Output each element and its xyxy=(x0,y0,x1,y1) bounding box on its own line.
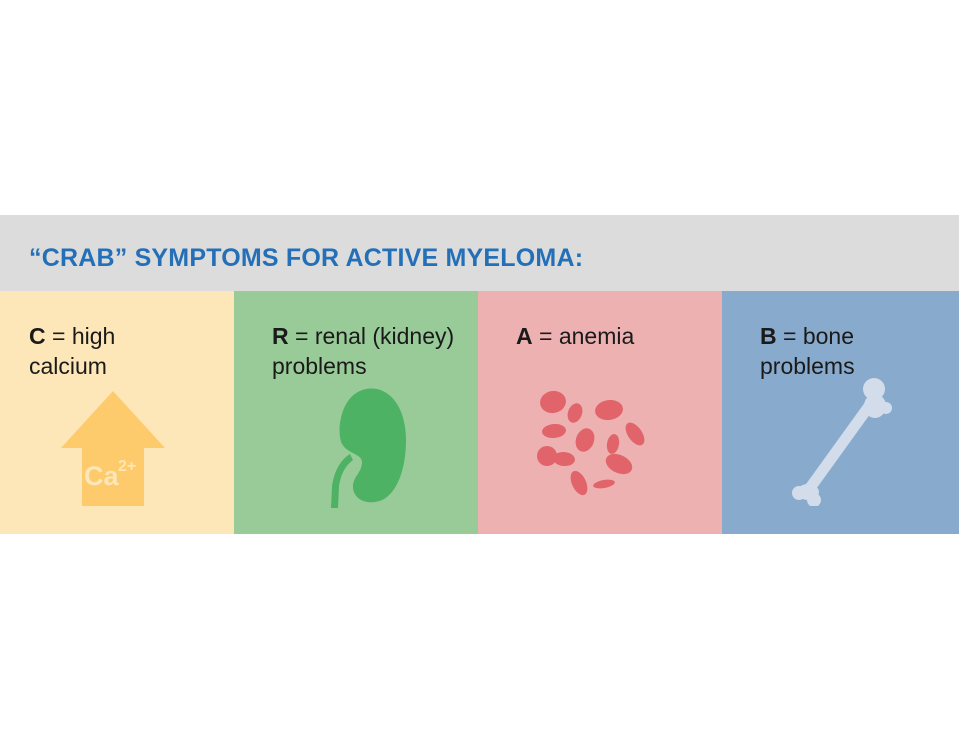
panel-text-line1: = bone xyxy=(776,323,855,349)
panel-text-line2: problems xyxy=(272,353,367,379)
calcium-symbol: Ca xyxy=(84,461,119,491)
panel-text-line1: = renal (kidney) xyxy=(288,323,455,349)
panel-text-line1: = high xyxy=(45,323,116,349)
calcium-charge: 2+ xyxy=(118,458,136,475)
red-blood-cells-icon xyxy=(537,390,645,496)
calcium-up-arrow-icon: Ca 2+ xyxy=(61,391,165,506)
panel-calcium: C = high calcium Ca 2+ xyxy=(0,291,234,534)
panel-letter: A xyxy=(516,323,533,349)
panel-anemia: A = anemia xyxy=(478,291,722,534)
panel-label: R = renal (kidney) problems xyxy=(272,321,454,381)
panel-text-line1: = anemia xyxy=(532,323,635,349)
page-title: “CRAB” SYMPTOMS FOR ACTIVE MYELOMA: xyxy=(29,244,584,272)
panel-bone: B = bone problems xyxy=(722,291,959,534)
panel-text-line2: problems xyxy=(760,353,855,379)
panel-label: C = high calcium xyxy=(29,321,115,381)
panel-renal: R = renal (kidney) problems xyxy=(234,291,478,534)
panel-text-line2: calcium xyxy=(29,353,107,379)
header-banner: “CRAB” SYMPTOMS FOR ACTIVE MYELOMA: xyxy=(0,215,959,291)
panel-label: B = bone problems xyxy=(760,321,855,381)
panel-letter: B xyxy=(760,323,777,349)
kidney-icon xyxy=(331,388,406,508)
panel-letter: C xyxy=(29,323,46,349)
panel-label: A = anemia xyxy=(516,321,634,351)
bone-icon xyxy=(792,378,892,506)
panel-letter: R xyxy=(272,323,289,349)
